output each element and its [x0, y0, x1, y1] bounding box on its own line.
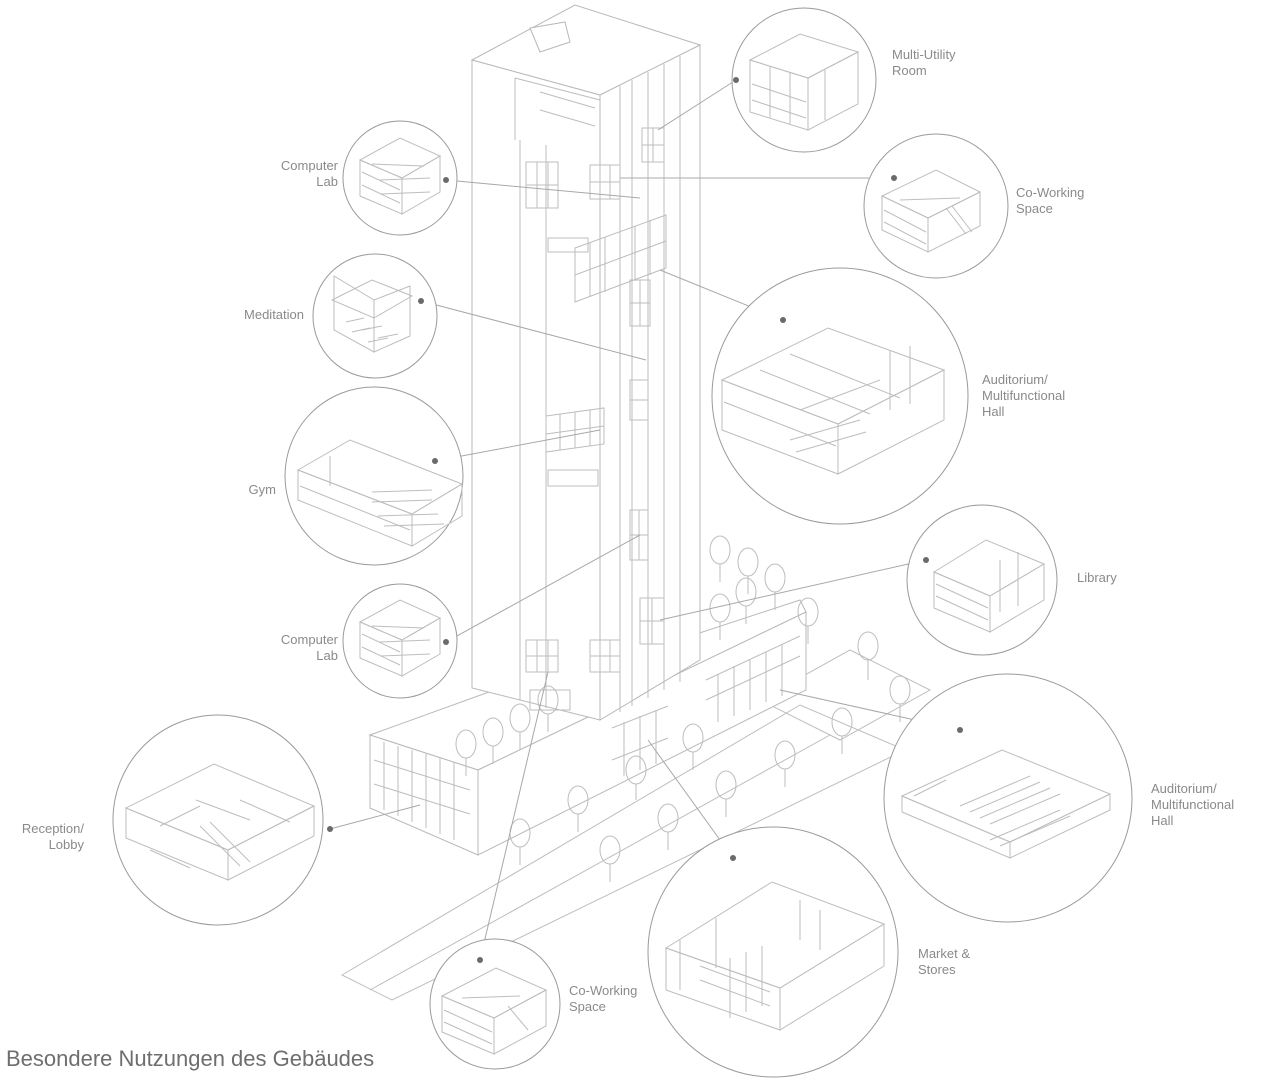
callout-gym [284, 386, 464, 566]
label-market-stores: Market & Stores [918, 946, 971, 977]
label-reception-lobby: Reception/ Lobby [21, 821, 84, 852]
label-meditation: Meditation [244, 307, 304, 322]
label-gym: Gym [248, 482, 276, 497]
label-auditorium-upper: Auditorium/ Multifunctional Hall [982, 372, 1066, 419]
callout-library [906, 504, 1058, 656]
label-multi-utility-room: Multi-Utility Room [892, 47, 956, 78]
trees [455, 535, 911, 882]
leader-lines [329, 79, 961, 961]
label-library: Library [1077, 570, 1117, 585]
label-co-working-space-bottom: Co-Working Space [569, 983, 638, 1014]
label-computer-lab-top: Computer Lab [280, 158, 338, 189]
tower-windows [525, 127, 667, 711]
label-computer-lab-lower: Computer Lab [280, 632, 338, 663]
callout-computer-lab-lower [342, 583, 458, 699]
callout-co-working-space-top [863, 133, 1009, 279]
tower [470, 4, 702, 721]
callout-meditation [312, 253, 438, 379]
callout-market-stores [647, 826, 899, 1078]
callout-computer-lab-top [342, 120, 458, 236]
callout-auditorium-lower [883, 673, 1133, 923]
page-title: Besondere Nutzungen des Gebäudes [6, 1046, 375, 1071]
label-co-working-space-top: Co-Working Space [1016, 185, 1085, 216]
callout-co-working-space-bottom [429, 938, 561, 1070]
callout-multi-utility-room [731, 7, 877, 153]
label-auditorium-lower: Auditorium/ Multifunctional Hall [1151, 781, 1235, 828]
callout-reception-lobby [112, 714, 333, 926]
callout-auditorium-upper [711, 267, 969, 525]
